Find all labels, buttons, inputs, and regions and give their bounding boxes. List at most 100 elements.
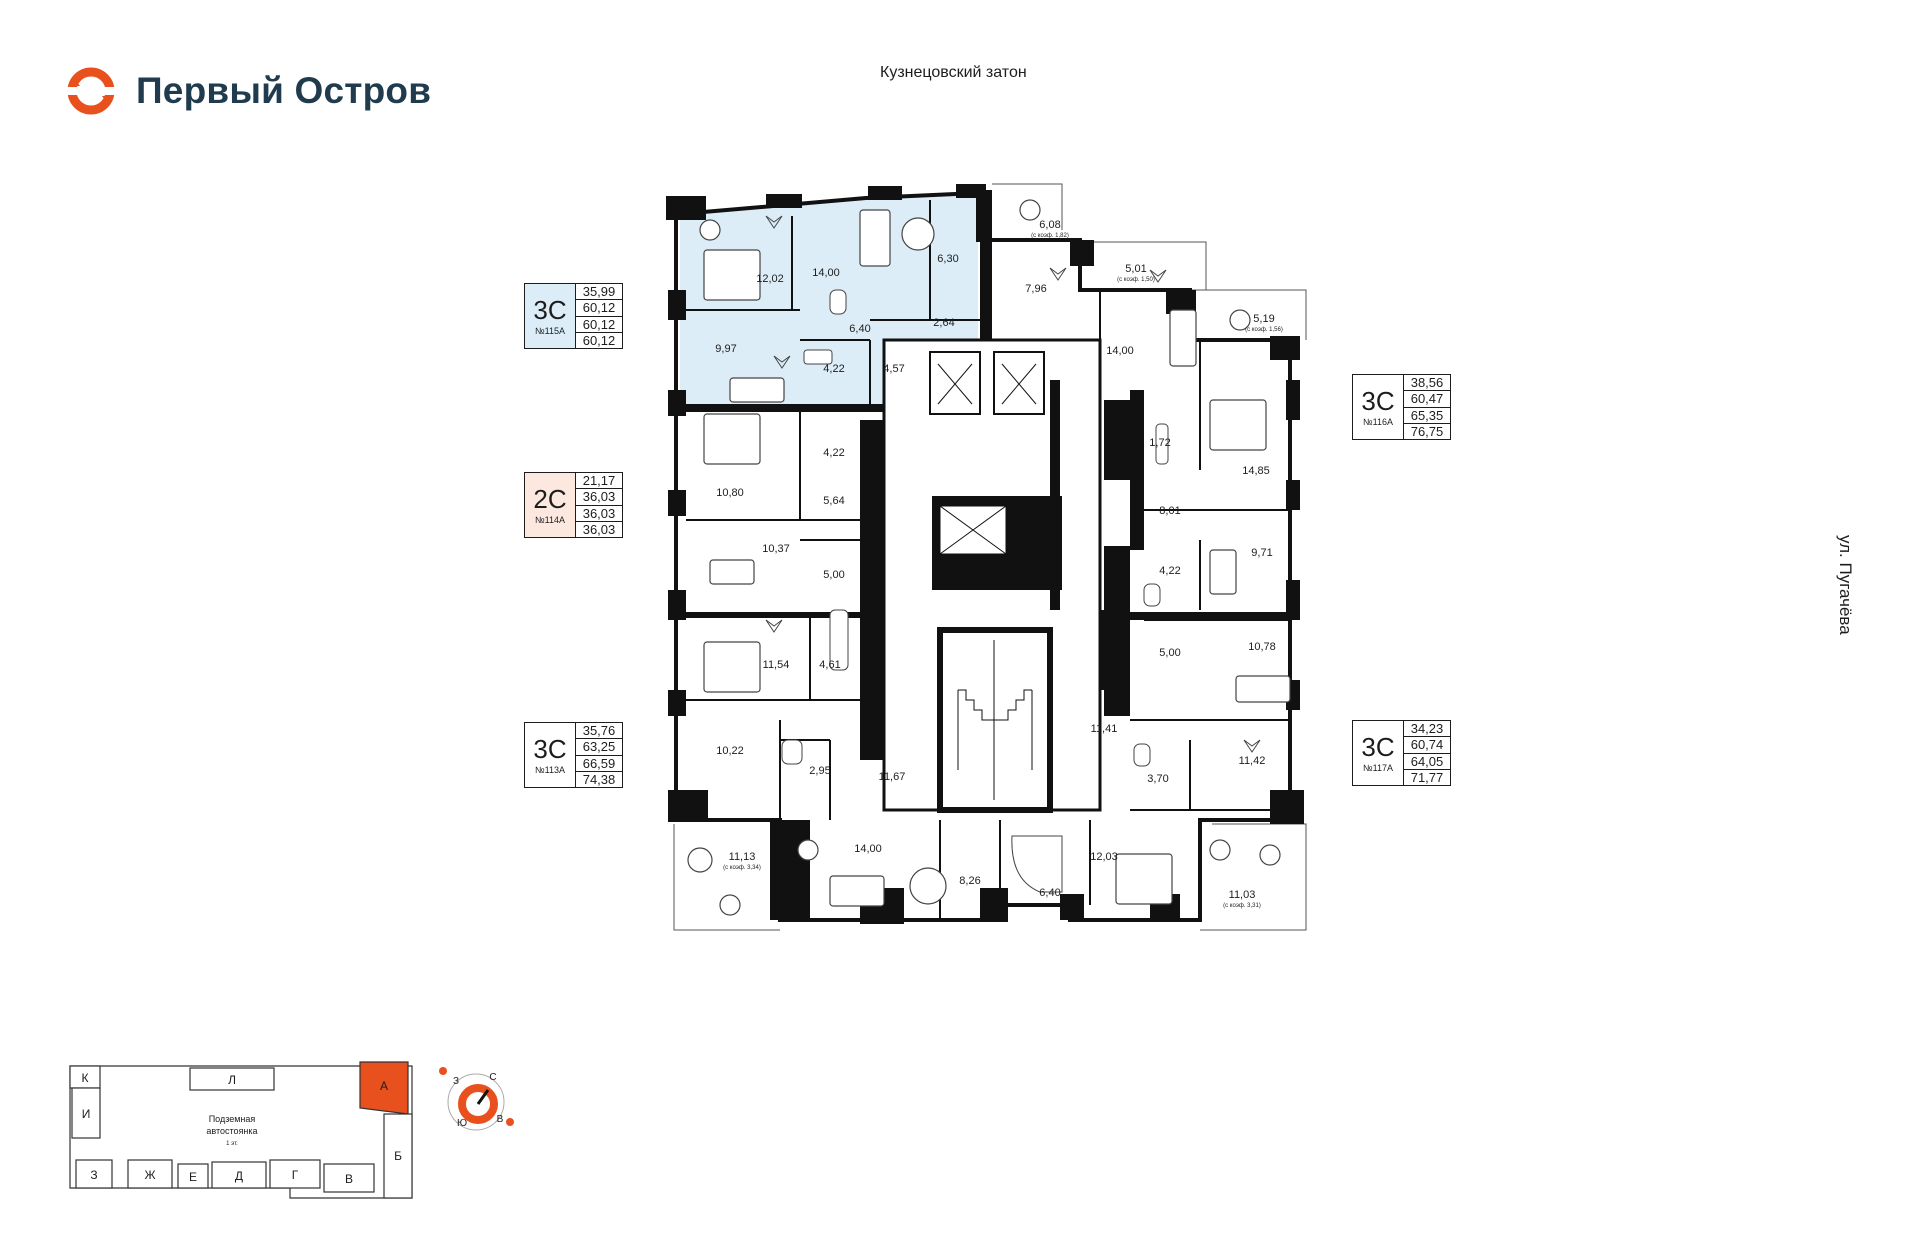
- room-area: 6,40: [849, 323, 870, 335]
- room-area: 4,22: [1159, 565, 1180, 577]
- building-label: Е: [189, 1170, 197, 1184]
- room-area: 5,64: [823, 495, 844, 507]
- interior-walls: [686, 200, 1290, 920]
- bathtub-icon: [1155, 423, 1169, 465]
- balcony-outline: [1090, 241, 1207, 290]
- apartment-card-115[interactable]: 3С №115А 35,99 60,12 60,12 60,12: [524, 283, 623, 349]
- area-living: 34,23: [1404, 721, 1450, 738]
- building-b[interactable]: [383, 1113, 413, 1199]
- wall: [686, 612, 886, 618]
- compass-needle: [476, 1089, 490, 1105]
- area-living: 38,56: [1404, 375, 1450, 392]
- area-total-balcony: 65,35: [1404, 408, 1450, 424]
- sun-icon: [506, 1118, 514, 1126]
- bathroom-fixtures: [781, 289, 1169, 893]
- room-area: 6,40: [1039, 887, 1060, 899]
- apartment-card-113[interactable]: 3С №113А 35,76 63,25 66,59 74,38: [524, 722, 623, 788]
- apartment-type: 3С: [1361, 386, 1395, 416]
- apartment-number: №113А: [534, 765, 565, 775]
- wall-column: [668, 690, 686, 716]
- building-zh[interactable]: [127, 1159, 173, 1189]
- building-i[interactable]: [71, 1087, 101, 1139]
- building-l[interactable]: [189, 1067, 275, 1091]
- wall: [1050, 380, 1060, 610]
- building-label: Д: [235, 1169, 243, 1183]
- parking-label: Подземная: [209, 1114, 256, 1124]
- building-e[interactable]: [177, 1163, 209, 1189]
- room-area-note: (с коэф. 3,31): [1223, 903, 1261, 909]
- building-v[interactable]: [323, 1163, 375, 1193]
- sofa-icon: [1169, 309, 1197, 367]
- bed-icon: [703, 249, 761, 301]
- room-area: 14,00: [812, 267, 840, 279]
- room-area: 11,41: [1091, 723, 1118, 735]
- area-full: 60,12: [582, 332, 616, 348]
- room-area: 10,80: [716, 487, 744, 499]
- bed-icon: [1115, 853, 1173, 905]
- elevator: [993, 351, 1045, 415]
- outer-wall: [674, 190, 1292, 922]
- balcony-outline: [1190, 289, 1307, 340]
- parking-level-label: 1 эт.: [226, 1141, 238, 1147]
- elevator-cross: [1001, 363, 1037, 405]
- wall-column: [1270, 790, 1304, 824]
- room-area: 5,19: [1253, 313, 1274, 325]
- sun-icon: [439, 1067, 447, 1075]
- apartment-card-117[interactable]: 3С №117А 34,23 60,74 64,05 71,77: [1352, 720, 1451, 786]
- balcony-outlines: [673, 183, 1307, 931]
- building-label: Л: [228, 1073, 236, 1087]
- room-area: 4,57: [883, 363, 904, 375]
- compass-north: С: [489, 1072, 496, 1083]
- building-d[interactable]: [211, 1161, 267, 1189]
- apartment-card-116[interactable]: 3С №116А 38,56 60,47 65,35 76,75: [1352, 374, 1451, 440]
- wall-column: [980, 888, 1008, 922]
- building-label: Б: [394, 1149, 402, 1163]
- room-area: 4,22: [823, 363, 844, 375]
- wall-column: [668, 390, 686, 416]
- building-g[interactable]: [269, 1159, 321, 1189]
- compass-icon: [458, 1084, 498, 1124]
- compass-east: В: [497, 1114, 504, 1125]
- site-plan: К Л А И Б З Ж Е Д Г В Подземная автостоя…: [69, 1061, 413, 1199]
- wall-column: [668, 290, 686, 320]
- room-area: 6,08: [1039, 219, 1060, 231]
- apartment-card-114[interactable]: 2С №114А 21,17 36,03 36,03 36,03: [524, 472, 623, 538]
- room-area: 14,00: [854, 843, 882, 855]
- room-area: 11,03: [1229, 889, 1256, 901]
- plant-icon: [773, 355, 791, 369]
- armchair-icon: [797, 839, 819, 861]
- bathtub-icon: [1011, 835, 1063, 893]
- sofa-icon: [1235, 675, 1291, 703]
- room-area: 5,00: [823, 569, 844, 581]
- room-area: 8,01: [1159, 505, 1180, 517]
- sofa-icon: [709, 559, 755, 585]
- building-label: Г: [292, 1168, 299, 1182]
- stairs: [957, 640, 1033, 800]
- elevator-cross: [937, 363, 973, 405]
- room-area: 10,22: [716, 745, 744, 757]
- wall: [1104, 546, 1130, 716]
- balcony-outline: [673, 824, 780, 931]
- toilet-icon: [1133, 743, 1151, 767]
- room-area: 5,01: [1125, 263, 1146, 275]
- sofa-icon: [729, 377, 785, 403]
- area-total: 63,25: [576, 739, 622, 756]
- room-area: 10,37: [762, 543, 790, 555]
- room-area-note: (с коэф. 1,56): [1245, 327, 1283, 333]
- room-area: 4,61: [819, 659, 840, 671]
- room-area: 2,64: [933, 317, 954, 329]
- parking-label: автостоянка: [206, 1126, 257, 1136]
- wall-column: [1070, 240, 1094, 266]
- brand-logo[interactable]: Первый Остров: [64, 64, 431, 118]
- building-label: И: [82, 1107, 91, 1121]
- room-area: 4,22: [823, 447, 844, 459]
- armchair-icon: [719, 894, 741, 916]
- brand-logo-icon: [64, 67, 118, 115]
- dining-table-icon: [901, 217, 935, 251]
- apartment-number: №115А: [534, 326, 565, 336]
- wall-column: [1060, 894, 1084, 920]
- room-area: 8,26: [959, 875, 980, 887]
- sink-icon: [803, 349, 833, 365]
- building-z[interactable]: [75, 1159, 113, 1189]
- outer-walls: [674, 190, 1292, 922]
